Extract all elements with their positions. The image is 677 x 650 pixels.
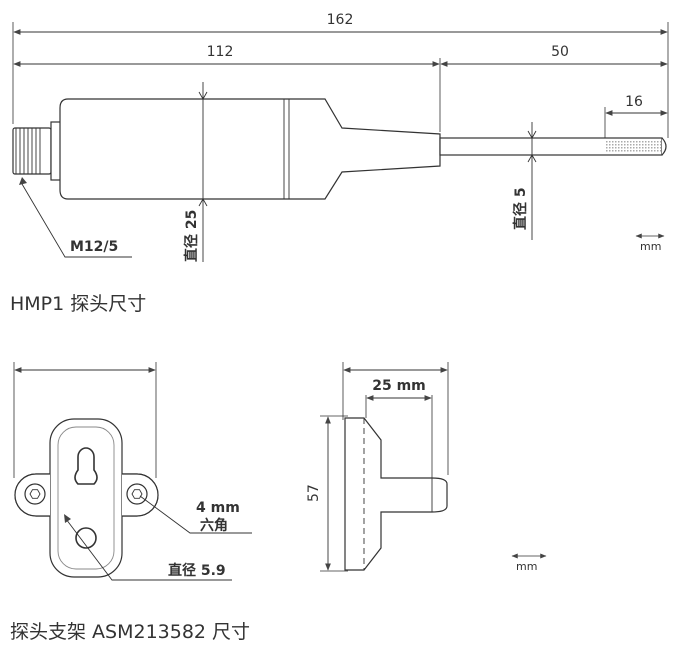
m12-leader [21,183,132,258]
dim-50-label: 50 [551,44,569,60]
probe-drawing [12,22,669,262]
probe-filter [605,140,661,153]
holder-side-view [320,362,547,572]
dim-16-label: 16 [625,94,643,110]
holder-unit-label: mm [516,560,537,573]
holder-25mm-label: 25 mm [372,378,426,394]
probe-caption: HMP1 探头尺寸 [10,293,147,315]
m12-connector [12,121,62,181]
holder-caption: 探头支架 ASM213582 尺寸 [10,621,251,643]
hex-size-label: 4 mm [196,500,240,516]
probe-body [59,98,441,200]
holder-front-view [13,362,252,581]
dia-5-label: 直径 5 [512,187,529,230]
dia-25-label: 直径 25 [183,210,200,262]
probe-unit-label: mm [640,240,661,253]
mount-hole [75,527,97,549]
holder-height-label: 57 [306,484,322,502]
hex-type-label: 六角 [200,517,228,534]
m12-label: M12/5 [70,239,118,255]
dim-162-label: 162 [327,12,354,28]
keyhole-slot [74,447,98,485]
dim-112-label: 112 [207,44,234,60]
hole-diameter-label: 直径 5.9 [168,562,226,579]
